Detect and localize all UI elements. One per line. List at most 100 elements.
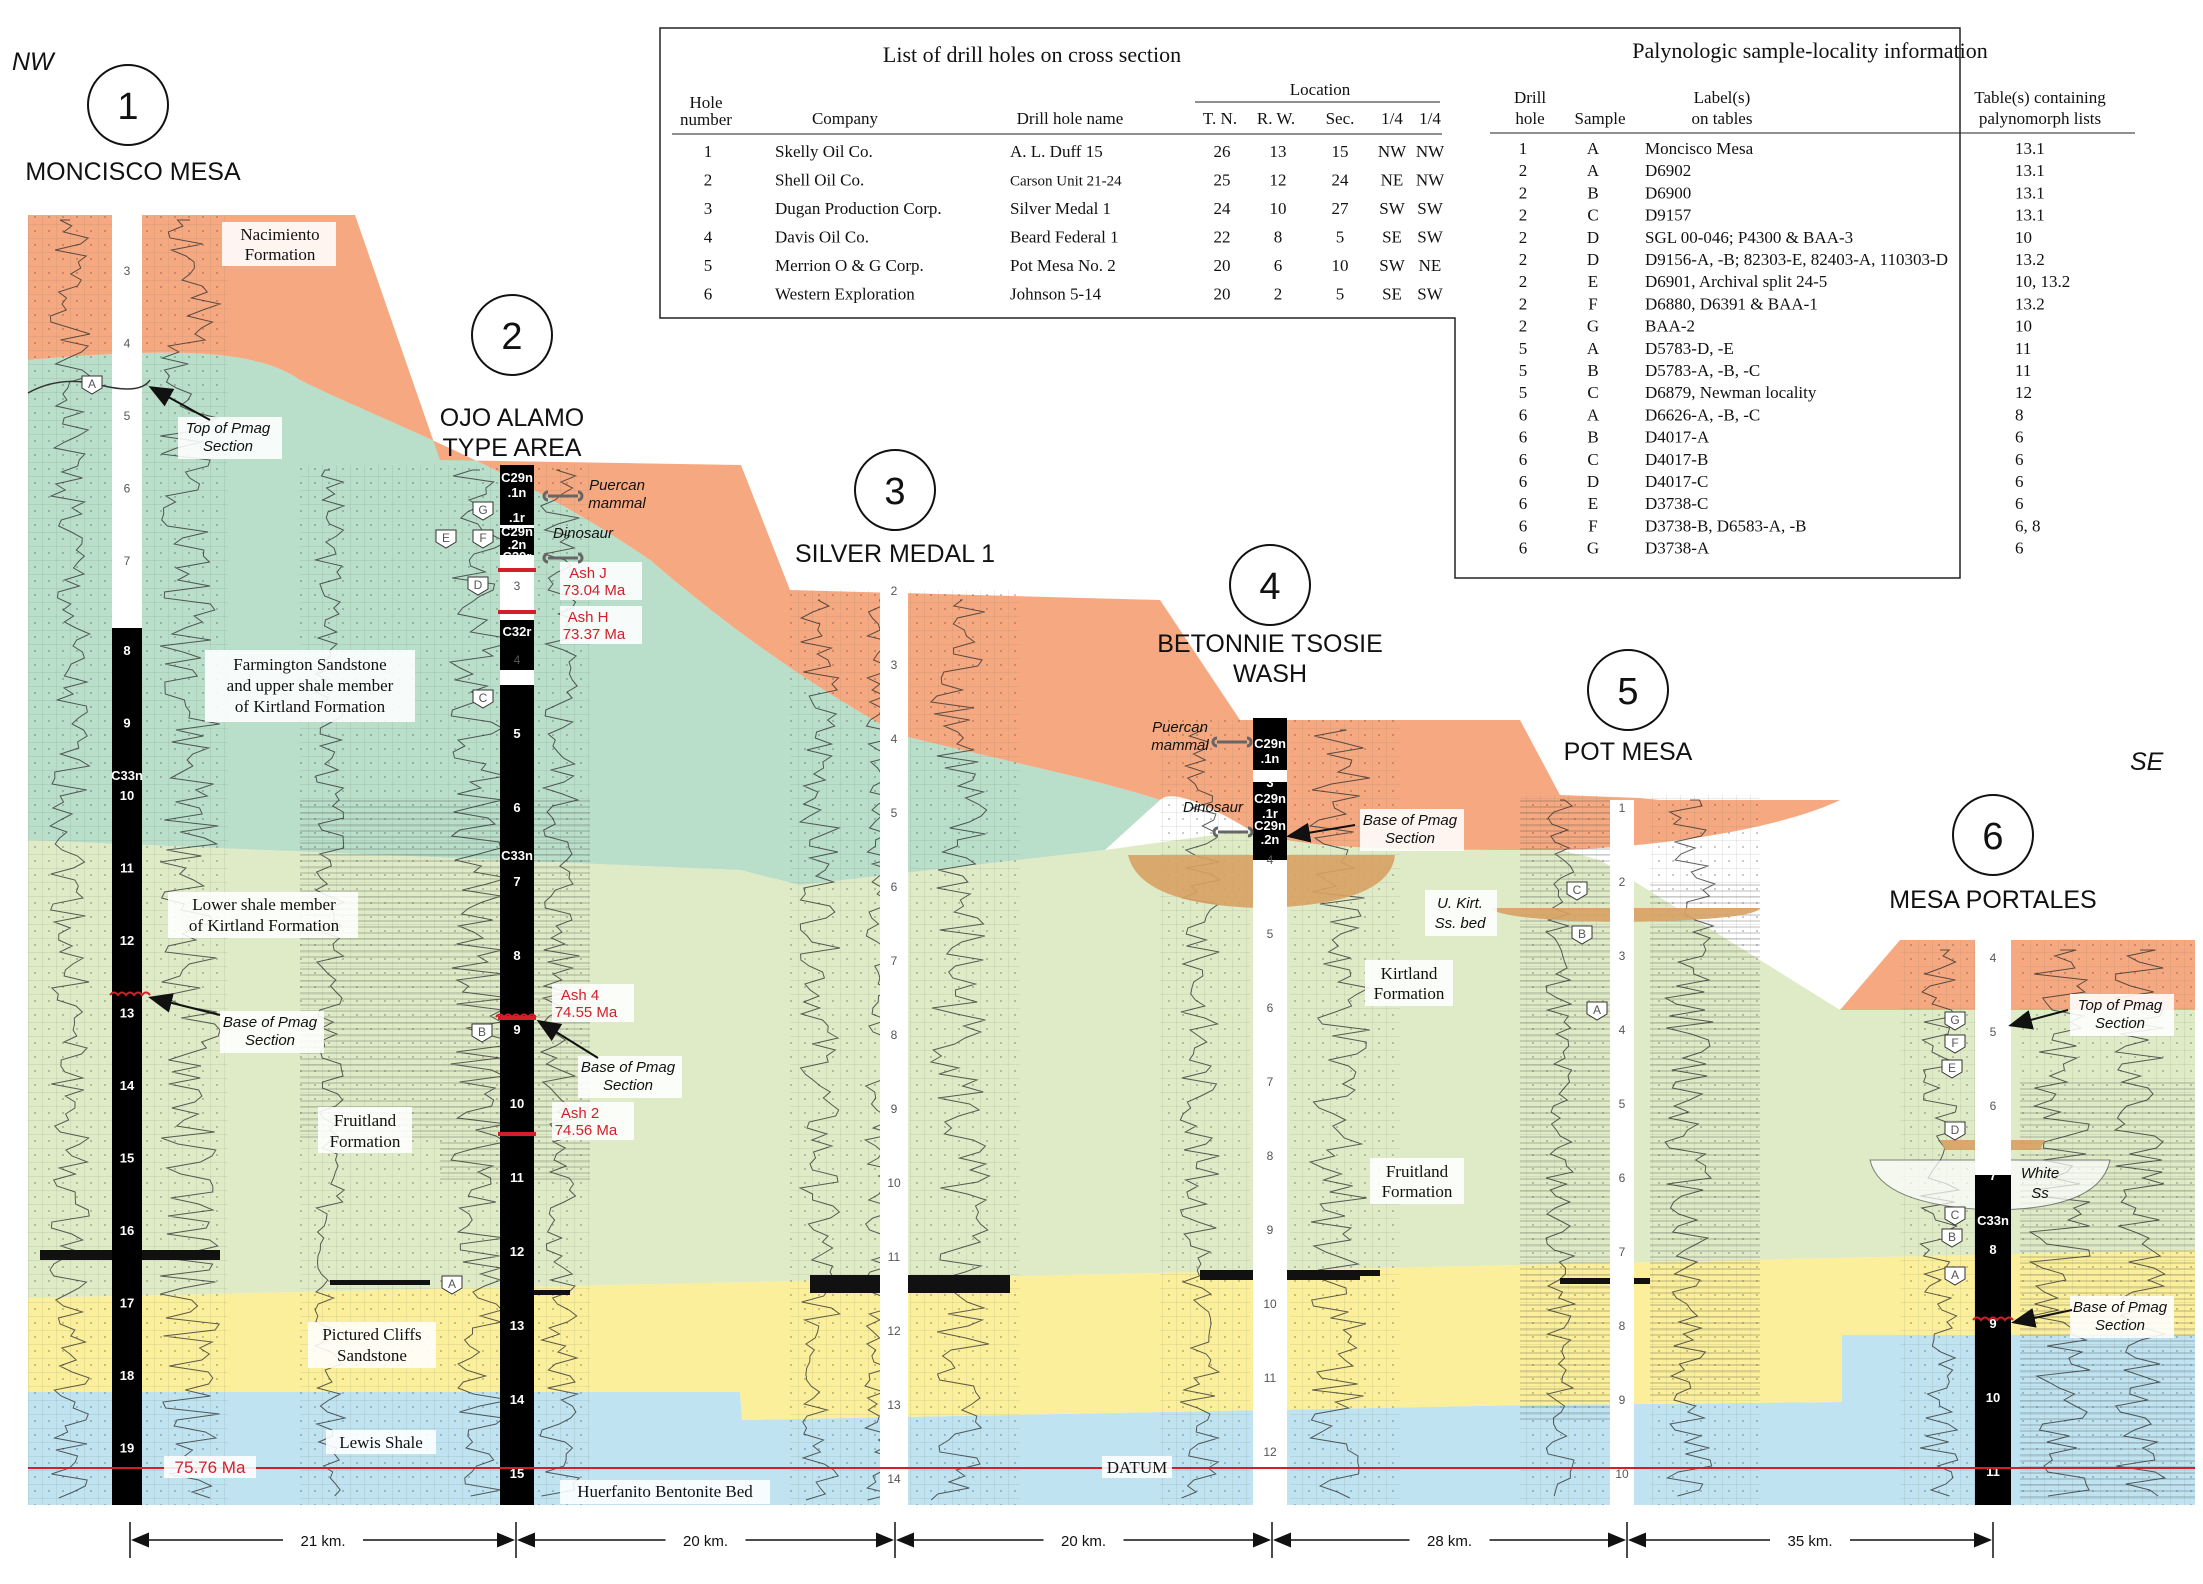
palyno-row-9-label: D5783-D, -E [1645,339,1734,358]
h4a-depth-3: 3 [1266,775,1273,790]
palyno-row-1-label: D6902 [1645,161,1691,180]
h6-c29n: C29n [1977,992,2009,1007]
lower-shale-bg [168,892,358,938]
h5-depth-6: 6 [1619,1171,1626,1185]
log-curve-3 [448,469,510,1497]
h4-c29n-c: C29n [1254,818,1286,833]
wave-h1-base [109,991,151,997]
palyno-row-11-hole: 5 [1519,383,1528,402]
hatch-zone-2 [1520,800,1610,1420]
sample-2-E-shape [435,529,457,549]
palyno-row-3-sample: C [1587,206,1598,225]
h2-c29r: C29r [503,549,532,564]
h3-depth-12: 12 [887,1324,901,1338]
palyno-row-3-hole: 2 [1519,206,1528,225]
white-ss-label-line-0: White [2021,1165,2059,1182]
h5-depth-10: 10 [1615,1467,1629,1481]
hole-circle-1 [87,64,169,146]
drill-row-5-sec: 5 [1336,285,1345,304]
huerfanito-label: Huerfanito Bentonite Bed [577,1482,753,1501]
fruitland-4-label-line-0: Fruitland [1386,1162,1449,1181]
sample-1-A-label: A [88,377,96,391]
puercan-4-line-1: mammal [1151,737,1209,754]
palyno-row-15-hole: 6 [1519,472,1528,491]
bone-puercan-2 [542,490,584,502]
bone-puercan-4 [1211,736,1253,748]
h5-depth-5: 5 [1619,1097,1626,1111]
h4-depth-6: 6 [1267,1001,1274,1015]
h6-depth-6: 6 [1990,1099,1997,1113]
log-panel-4 [910,590,1020,1505]
base-pmag-2-line-0: Base of Pmag [581,1059,676,1076]
sample-2-A-label: A [448,1277,456,1291]
h2-c29n: C29n [501,470,533,485]
lower-shale-label-line-1: of Kirtland Formation [189,916,340,935]
h4-depth-9: 9 [1267,1223,1274,1237]
h6-depth-4: 4 [1990,951,1997,965]
palyno-row-17-tables: 6, 8 [2015,516,2041,535]
bone-dinosaur-4 [1212,826,1254,838]
h4-c29n: C29n [1254,736,1286,751]
h4-c29n-b: C29n [1254,791,1286,806]
palyno-row-0-sample: A [1587,139,1600,158]
distance-2: 20 km. [1061,1533,1106,1550]
log-curve-12 [1919,949,1961,1497]
fruitland-1-label-line-1: Formation [330,1132,401,1151]
palyno-row-13-label: D4017-A [1645,428,1710,447]
h6-c33n: C33n [1977,1213,2009,1228]
log-curve-9 [1308,729,1371,1499]
drill-row-2-name: Silver Medal 1 [1010,199,1111,218]
drill-row-0-name: A. L. Duff 15 [1010,142,1103,161]
ash-age-3: 74.56 Ma [555,1122,618,1139]
palyno-row-12-tables: 8 [2015,405,2024,424]
base-pmag-4-line-0: Base of Pmag [1363,812,1458,829]
white-ss-label-line-1: Ss [2031,1185,2049,1202]
h3-depth-13: 13 [887,1398,901,1412]
h1b-depth-19: 19 [120,1441,134,1456]
palyno-row-3-label: D9157 [1645,206,1692,225]
ash-age-2: 74.55 Ma [555,1004,618,1021]
drill-table-title: List of drill holes on cross section [883,42,1181,67]
sample-2-A-shape [441,1275,463,1295]
sample-5-B-shape [1571,925,1593,945]
palyno-row-12-label: D6626-A, -B, -C [1645,405,1760,424]
palyno-row-13-hole: 6 [1519,428,1528,447]
h6b-depth-11: 11 [1986,1464,2000,1479]
palyno-row-1-hole: 2 [1519,161,1528,180]
palyno-row-5-hole: 2 [1519,250,1528,269]
log-curve-8 [1179,729,1221,1499]
drill-row-5-rw: 2 [1274,285,1283,304]
top-pmag-6-line-1: Section [2095,1015,2145,1032]
palyno-row-18-tables: 6 [2015,539,2024,558]
palyno-row-9-sample: A [1587,339,1600,358]
ash-bg-2 [552,984,634,1022]
palyno-row-18-sample: G [1587,539,1599,558]
h5-depth-2: 2 [1619,875,1626,889]
h4-depth-5: 5 [1267,927,1274,941]
log-curve-5 [798,599,841,1501]
location-header: Location [1290,80,1351,99]
distance-0: 21 km. [300,1533,345,1550]
hole-number-2: 2 [501,316,522,358]
base-pmag-1-bg [220,1011,324,1053]
palyno-row-1-tables: 13.1 [2015,161,2045,180]
h2b-depth-5: 5 [513,726,520,741]
base-pmag-6-line-0: Base of Pmag [2073,1299,2168,1316]
h2b-depth-10: 10 [510,1096,524,1111]
h3-depth-6: 6 [891,880,898,894]
drill-row-1-q2: NW [1416,171,1445,190]
drill-row-2-q2: SW [1417,199,1443,218]
top-pmag-6-arrow [2008,1009,2069,1030]
drill-row-2-hole: 3 [704,199,713,218]
hole-name-2-0: OJO ALAMO [440,404,584,432]
top-pmag-1-bg [178,417,282,459]
hole-circle-6 [1952,794,2034,876]
palyno-row-14-hole: 6 [1519,450,1528,469]
h2-depth-4: 4 [514,653,521,667]
column-2-seg-3 [500,620,534,670]
column-4-seg-1 [1253,782,1287,860]
top-pmag-1-arrow [148,386,211,421]
palyno-row-6-sample: E [1588,272,1598,291]
column-2-seg-1 [500,528,534,555]
palyno-row-15-label: D4017-C [1645,472,1708,491]
